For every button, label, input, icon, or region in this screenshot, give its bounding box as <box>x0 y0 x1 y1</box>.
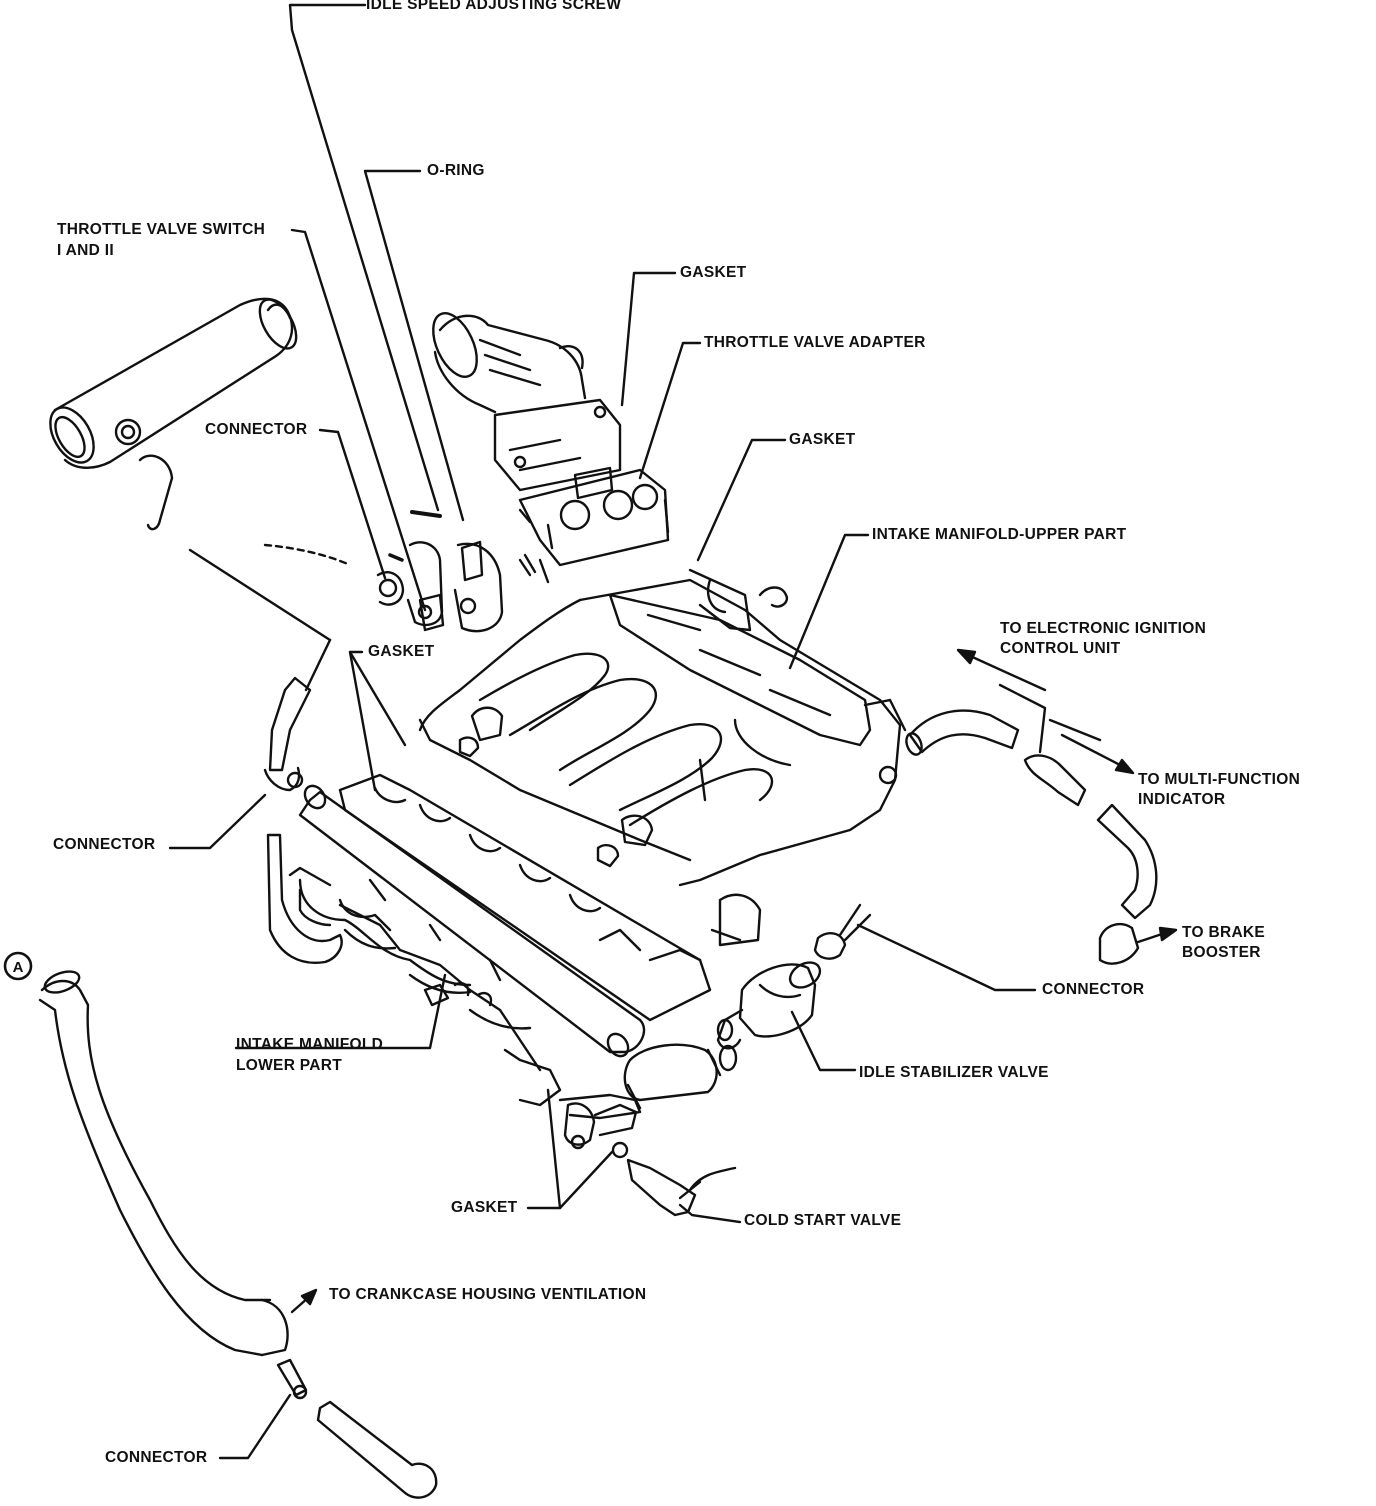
label-indicator: INDICATOR <box>1138 791 1226 808</box>
label-gasket-manifold: GASKET <box>368 643 435 660</box>
intake-manifold-lower <box>290 775 710 1105</box>
label-lower-part: LOWER PART <box>236 1057 343 1074</box>
label-gasket-mid: GASKET <box>789 431 856 448</box>
label-intake-manifold-lower: INTAKE MANIFOLD <box>236 1036 384 1053</box>
leader-lines <box>170 5 1035 1458</box>
throttle-switch-parts <box>378 512 787 631</box>
label-connector-bottom: CONNECTOR <box>105 1449 208 1466</box>
label-gasket-top: GASKET <box>680 264 747 281</box>
air-intake-duct <box>41 294 303 530</box>
label-idle-stabilizer-valve: IDLE STABILIZER VALVE <box>859 1064 1049 1081</box>
intake-manifold-upper <box>420 570 905 945</box>
label-control-unit: CONTROL UNIT <box>1000 640 1121 657</box>
label-throttle-valve-switch: THROTTLE VALVE SWITCH <box>57 221 266 238</box>
label-connector-right: CONNECTOR <box>1042 981 1145 998</box>
label-o-ring: O-RING <box>427 162 485 179</box>
label-throttle-valve-switch-line2: I AND II <box>57 242 114 259</box>
label-gasket-bottom: GASKET <box>451 1199 518 1216</box>
idle-stabilizer-valve-shape <box>718 905 870 1048</box>
label-connector-upper: CONNECTOR <box>205 421 308 438</box>
label-connector-left: CONNECTOR <box>53 836 156 853</box>
label-throttle-valve-adapter: THROTTLE VALVE ADAPTER <box>704 334 926 351</box>
label-to-multi-function: TO MULTI-FUNCTION <box>1138 771 1301 788</box>
label-cold-start-valve: COLD START VALVE <box>744 1212 902 1229</box>
cold-start-valve-shape <box>565 1104 735 1215</box>
flow-arrows <box>292 648 1178 1312</box>
label-booster: BOOSTER <box>1182 944 1261 961</box>
crankcase-hose <box>40 967 436 1497</box>
label-to-brake: TO BRAKE <box>1182 924 1266 941</box>
callout-a-letter: A <box>13 959 24 976</box>
callout-a-circle <box>5 953 31 979</box>
label-to-electronic-ignition: TO ELECTRONIC IGNITION <box>1000 620 1207 637</box>
label-to-crankcase-housing-ventilation: TO CRANKCASE HOUSING VENTILATION <box>329 1286 647 1303</box>
label-idle-speed-adjusting-screw: IDLE SPEED ADJUSTING SCREW <box>366 0 622 13</box>
label-intake-manifold-upper-part: INTAKE MANIFOLD-UPPER PART <box>872 526 1127 543</box>
throttle-body <box>424 307 668 572</box>
vacuum-hoses <box>265 678 1156 1118</box>
